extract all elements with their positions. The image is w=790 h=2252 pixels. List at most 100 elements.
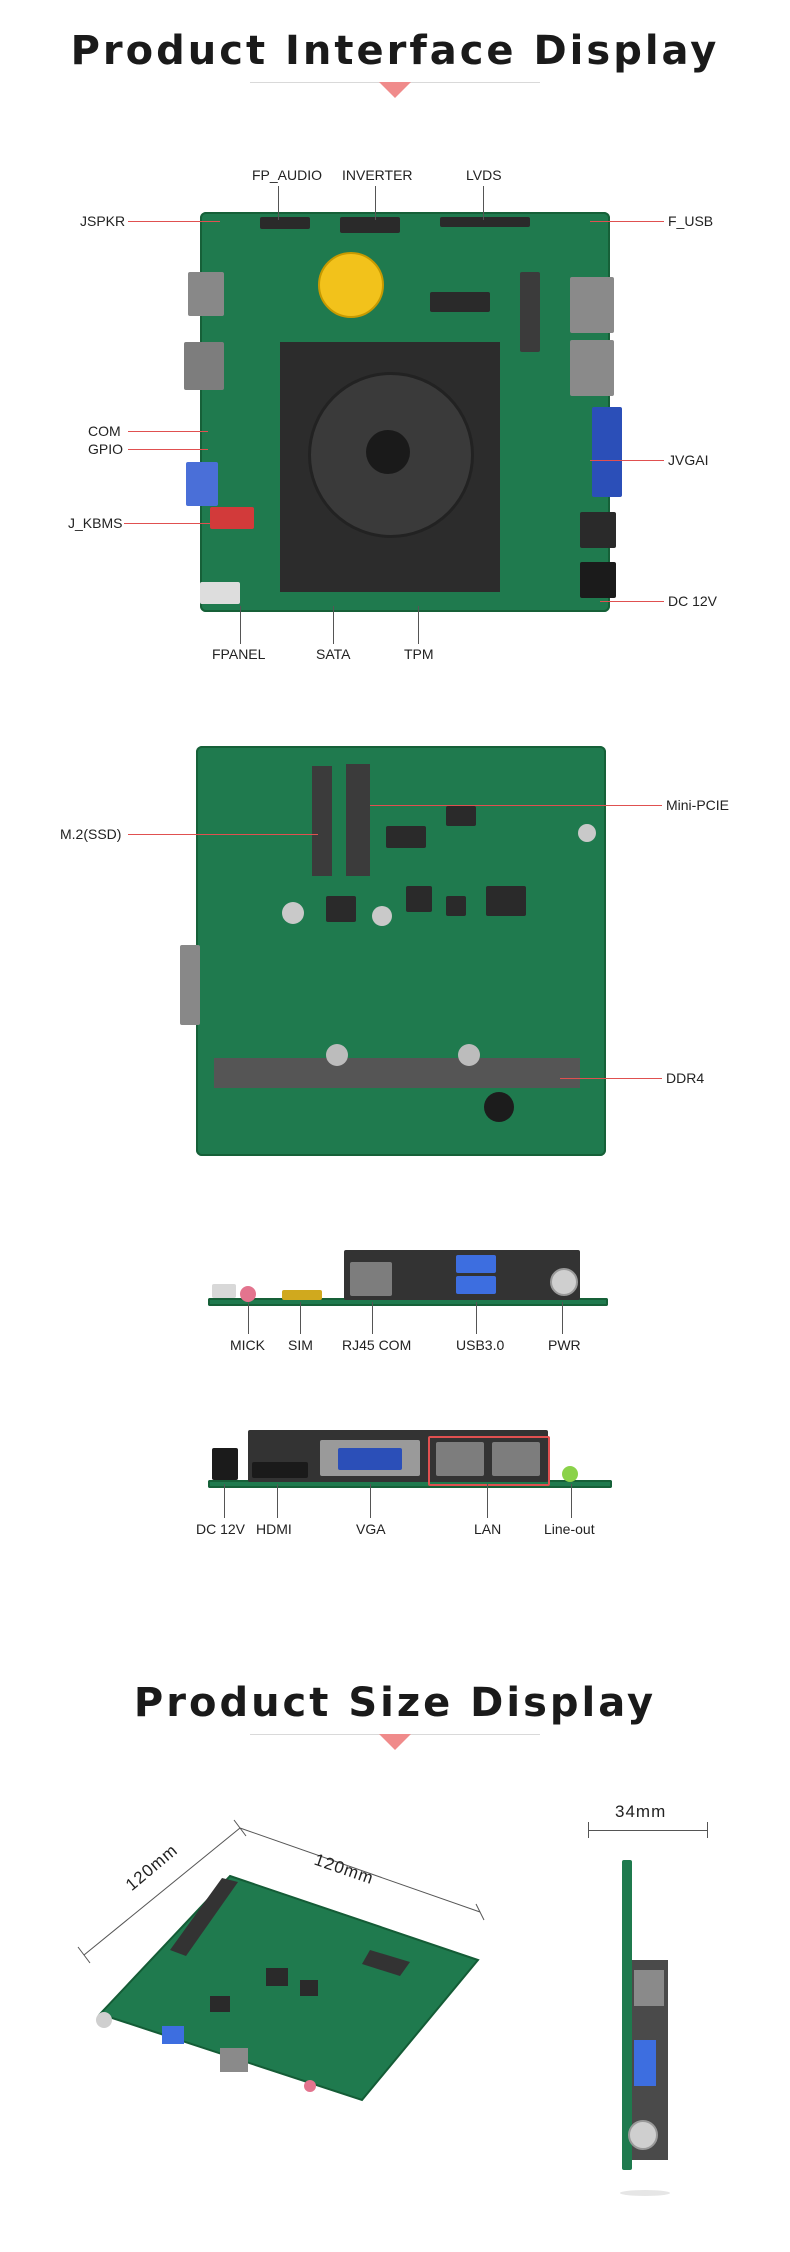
leader-jspkr [128, 221, 220, 222]
usb3-port [186, 462, 218, 506]
lan-port-1 [570, 277, 614, 333]
leader-hdmi [277, 1484, 278, 1518]
mini-pcie-slot [346, 764, 370, 876]
label-dc12v-top: DC 12V [668, 593, 718, 609]
screw-1 [282, 902, 304, 924]
dim-tick-height-b [707, 1822, 708, 1838]
label-line-out: Line-out [544, 1521, 595, 1537]
side1-usb-bottom [456, 1276, 496, 1294]
side2-lan-highlight [428, 1436, 550, 1486]
side2-line-out-jack [562, 1466, 578, 1482]
label-mick: MICK [230, 1337, 265, 1353]
size-section-title: Product Size Display [133, 1680, 657, 1726]
label-sata: SATA [316, 646, 351, 662]
cmos-battery [318, 252, 384, 318]
label-fp-audio: FP_AUDIO [252, 167, 323, 183]
leader-vga [370, 1484, 371, 1518]
label-jvgai: JVGAI [668, 452, 709, 468]
side2-dc-jack [212, 1448, 238, 1480]
iso-chip-3 [210, 1996, 230, 2012]
power-icon [550, 1268, 578, 1296]
dim-tick-height-a [588, 1822, 589, 1838]
leader-lvds [483, 186, 484, 220]
side1-usb-top [456, 1255, 496, 1273]
m2-connector [430, 292, 490, 312]
dim-tick-right [475, 1903, 485, 1921]
side2-lan-2 [492, 1442, 540, 1476]
hdmi-port [580, 512, 616, 548]
iso-mic-jack [304, 2080, 316, 2092]
leader-mick [248, 1302, 249, 1334]
side-profile-rj45 [634, 1970, 664, 2006]
leader-lan [487, 1484, 488, 1518]
label-fpanel: FPANEL [212, 646, 266, 662]
ic-3 [406, 886, 432, 912]
screw-4 [326, 1044, 348, 1066]
size-title-arrow-icon [379, 1734, 411, 1750]
side-view-2-pcb [208, 1480, 612, 1488]
isometric-dimension-drawing [77, 1819, 485, 2102]
label-hdmi: HDMI [256, 1521, 292, 1537]
iso-power-button [96, 2012, 112, 2028]
label-lan: LAN [474, 1521, 502, 1537]
lan-port-2 [570, 340, 614, 396]
dim-line-right [239, 1827, 481, 1913]
rj45-port [184, 342, 224, 390]
leader-f-usb [590, 221, 664, 222]
leader-dc12v-side [224, 1484, 225, 1518]
ic-4 [446, 896, 466, 916]
side-profile-usb [634, 2040, 656, 2086]
vga-port [592, 407, 622, 497]
iso-m2-slot [362, 1950, 410, 1976]
dim-tick-left-a [77, 1946, 91, 1964]
label-tpm: TPM [404, 646, 434, 662]
leader-ddr4 [560, 1078, 662, 1079]
label-mini-pcie: Mini-PCIE [666, 797, 730, 813]
label-pwr: PWR [548, 1337, 581, 1353]
side-profile-pcb [622, 1860, 632, 2170]
side1-sim [282, 1290, 322, 1300]
label-ddr4: DDR4 [666, 1070, 705, 1086]
leader-line-out [571, 1484, 572, 1518]
leader-gpio [128, 449, 208, 450]
title-arrow-icon [379, 82, 411, 98]
ddr4-slot [214, 1058, 580, 1088]
label-m2-ssd: M.2(SSD) [60, 826, 122, 842]
iso-memory-slot [170, 1878, 238, 1956]
leader-sim [300, 1302, 301, 1334]
side2-hdmi [252, 1462, 308, 1478]
leader-pwr [562, 1302, 563, 1334]
sim-slot [188, 272, 224, 316]
screw-5 [458, 1044, 480, 1066]
leader-jvgai [590, 460, 664, 461]
fpanel-cable [200, 582, 240, 604]
side-view-1-pcb [208, 1298, 608, 1306]
iso-rj45 [220, 2048, 248, 2072]
side2-vga [338, 1448, 402, 1470]
side-profile-shadow [620, 2190, 670, 2196]
leader-j-kbms [124, 523, 210, 524]
label-dc12v-side: DC 12V [196, 1521, 246, 1537]
label-vga: VGA [356, 1521, 386, 1537]
ic-6 [326, 896, 356, 922]
dc-jack [580, 562, 616, 598]
vga-port-bottom [180, 945, 200, 1025]
fan-hub [366, 430, 410, 474]
j-kbms-header [210, 507, 254, 529]
label-lvds: LVDS [466, 167, 502, 183]
side1-rj45 [350, 1262, 392, 1296]
buzzer [484, 1092, 514, 1122]
leader-rj45-com [372, 1302, 373, 1334]
leader-com [128, 431, 208, 432]
dim-line-height [588, 1830, 708, 1831]
iso-chip-1 [266, 1968, 288, 1986]
m2-slot [312, 766, 332, 876]
interface-section-title: Product Interface Display [70, 28, 720, 74]
label-usb3: USB3.0 [456, 1337, 505, 1353]
board-top-view [184, 212, 622, 612]
iso-board [98, 1874, 480, 2102]
label-rj45-com: RJ45 COM [342, 1337, 412, 1353]
label-inverter: INVERTER [342, 167, 413, 183]
label-gpio: GPIO [88, 441, 124, 457]
dim-line-left [83, 1827, 241, 1956]
